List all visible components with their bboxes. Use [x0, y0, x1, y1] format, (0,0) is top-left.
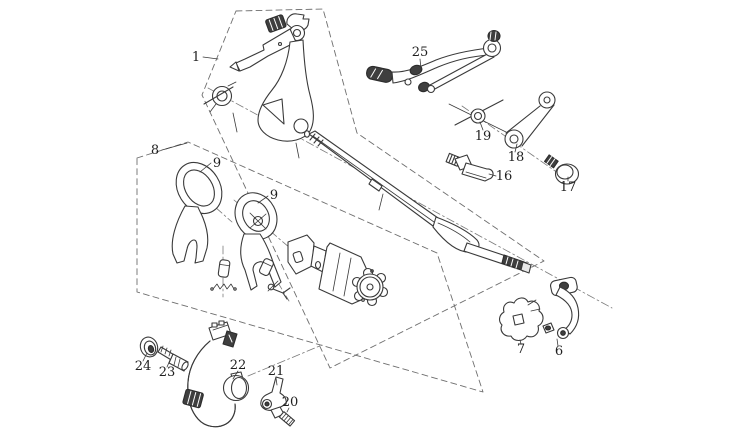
arm-blade-tip — [229, 61, 240, 72]
shift-fork-left — [171, 161, 223, 264]
linkage-eye-joint — [482, 29, 502, 58]
spindle-tip-cap — [520, 261, 532, 274]
linkage-joint-a — [409, 64, 423, 76]
grommet — [139, 336, 159, 358]
gearshift-arm-assembly — [203, 13, 314, 159]
sensor-centerline — [247, 344, 323, 377]
callout-24: 24 — [135, 359, 152, 374]
callout-6: 6 — [555, 344, 563, 359]
callout-23: 23 — [159, 365, 176, 380]
stopper-bolt — [445, 152, 494, 182]
spindle-spline-front — [303, 130, 324, 147]
callout-19: 19 — [475, 129, 492, 144]
fork-left-prongs — [171, 205, 209, 264]
callout-9-right: 9 — [270, 188, 278, 203]
fork-guide-pin-right — [258, 258, 291, 300]
drum-end-face — [351, 267, 389, 307]
gearshift-spindle — [303, 130, 532, 274]
stopper-arm-body — [555, 286, 580, 335]
spindle-collar — [368, 178, 383, 192]
cotter-pin — [267, 280, 291, 300]
shift-fork-right — [234, 192, 282, 291]
pin-left-spring — [212, 283, 235, 290]
spindle-shaft — [308, 130, 439, 227]
gear-position-sensor — [182, 320, 250, 428]
callout-18: 18 — [508, 150, 525, 165]
shift-drum — [287, 234, 389, 307]
callout-20: 20 — [282, 395, 299, 410]
fork-guide-pin-left — [210, 259, 237, 291]
dome-bolt — [543, 154, 580, 185]
linkage-joint-b — [418, 81, 430, 93]
sensor-disc — [222, 371, 250, 402]
cam-plate — [499, 297, 544, 342]
arm-plate-window — [262, 98, 285, 125]
callout-1: 1 — [192, 50, 200, 65]
flange-bolt — [270, 406, 296, 427]
return-spring — [203, 81, 237, 113]
stopper-plate — [260, 376, 287, 411]
shift-pedal-linkage — [366, 29, 502, 94]
assembly-1-boundary — [201, 8, 545, 369]
callout-25: 25 — [412, 45, 429, 60]
callout-21: 21 — [268, 364, 285, 379]
assembly-8-boundary — [136, 141, 484, 393]
callout-17: 17 — [560, 180, 577, 195]
callout-16: 16 — [496, 169, 513, 184]
sensor-connector — [208, 320, 238, 348]
fork-right-prongs — [240, 233, 282, 291]
assembly-boundaries — [136, 8, 545, 393]
harness-clamp — [182, 388, 204, 409]
shift-stopper-arm — [542, 276, 580, 340]
pedal-rubber — [366, 65, 394, 83]
arm-body-plate — [257, 39, 314, 142]
arm-plate-hole — [293, 118, 309, 134]
callout-7: 7 — [517, 342, 525, 357]
callouts: 1 8 9 9 25 19 18 16 17 6 7 22 21 20 23 2… — [135, 45, 577, 413]
callout-22: 22 — [230, 358, 247, 373]
torsion-spring — [448, 99, 507, 133]
link-arm — [504, 91, 556, 149]
socket-bolt — [157, 345, 189, 372]
callout-9-left: 9 — [213, 156, 221, 171]
arm-spring — [265, 14, 287, 33]
callout-8: 8 — [151, 143, 159, 158]
